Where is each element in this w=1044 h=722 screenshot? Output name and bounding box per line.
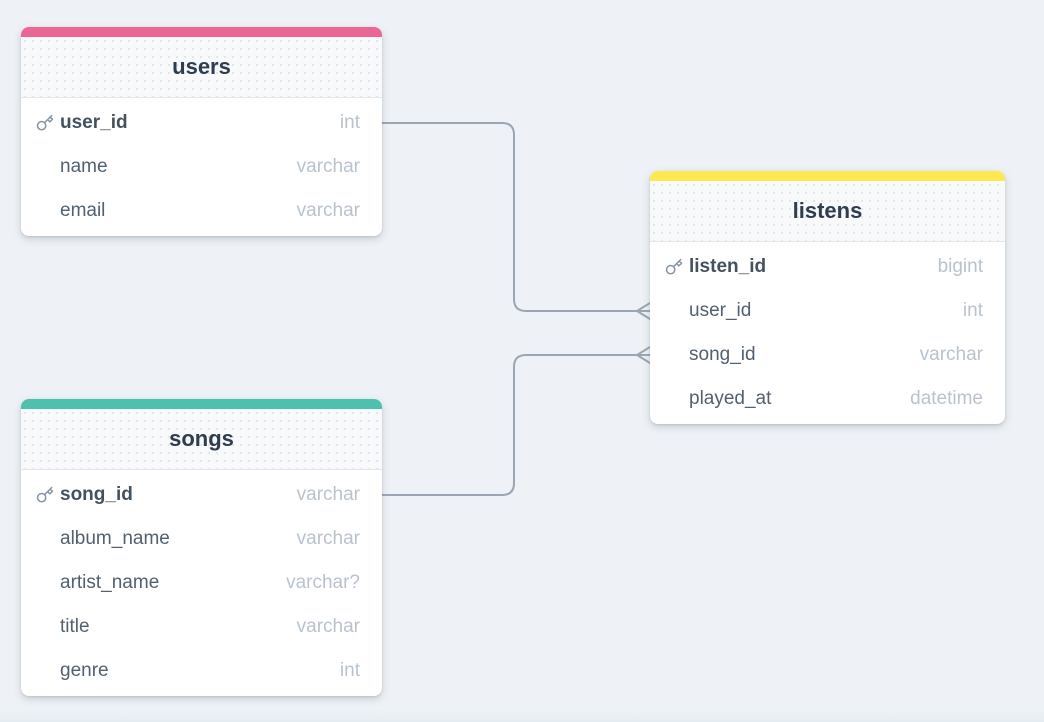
- key-icon: [36, 114, 54, 131]
- field-name-text: artist_name: [60, 572, 160, 593]
- field-type: bigint: [937, 256, 983, 277]
- field-type: int: [339, 660, 360, 681]
- field-name-text: song_id: [60, 484, 133, 505]
- field-row-name[interactable]: name varchar: [21, 145, 382, 189]
- field-name-text: email: [60, 200, 106, 221]
- field-name: played_at: [689, 388, 771, 410]
- field-row-email[interactable]: email varchar: [21, 189, 382, 233]
- field-name-text: name: [60, 156, 108, 177]
- table-users[interactable]: users user_id int name varchar email var…: [21, 27, 382, 236]
- key-icon: [665, 258, 683, 275]
- field-name-text: listen_id: [689, 256, 767, 277]
- table-accent-bar: [650, 171, 1005, 181]
- field-name-text: played_at: [689, 388, 772, 409]
- field-name: listen_id: [665, 256, 766, 278]
- field-row-artist_name[interactable]: artist_name varchar?: [21, 561, 382, 605]
- field-row-user_id[interactable]: user_id int: [650, 289, 1005, 333]
- field-type: varchar?: [286, 572, 360, 593]
- table-accent-bar: [21, 27, 382, 37]
- field-name-text: song_id: [689, 344, 756, 365]
- field-row-played_at[interactable]: played_at datetime: [650, 377, 1005, 421]
- field-name: title: [60, 616, 90, 638]
- field-type: datetime: [910, 388, 983, 409]
- table-title: listens: [650, 181, 1005, 242]
- table-field-list: user_id int name varchar email varchar: [21, 98, 382, 236]
- field-row-title[interactable]: title varchar: [21, 605, 382, 649]
- field-row-song_id[interactable]: song_id varchar: [21, 473, 382, 517]
- field-name: song_id: [689, 344, 756, 366]
- field-name: genre: [60, 660, 109, 682]
- field-name: song_id: [36, 484, 133, 506]
- table-title: songs: [21, 409, 382, 470]
- field-row-listen_id[interactable]: listen_id bigint: [650, 245, 1005, 289]
- field-name: artist_name: [60, 572, 159, 594]
- field-row-user_id[interactable]: user_id int: [21, 101, 382, 145]
- field-type: int: [962, 300, 983, 321]
- relationship-users-listens[interactable]: [381, 122, 651, 320]
- key-icon: [36, 486, 54, 503]
- field-type: varchar: [296, 528, 360, 549]
- field-type: varchar: [296, 200, 360, 221]
- field-row-genre[interactable]: genre int: [21, 649, 382, 693]
- table-accent-bar: [21, 399, 382, 409]
- table-field-list: song_id varchar album_name varchar artis…: [21, 470, 382, 696]
- field-type: varchar: [296, 616, 360, 637]
- field-name: user_id: [36, 112, 128, 134]
- field-type: varchar: [919, 344, 983, 365]
- field-name-text: title: [60, 616, 90, 637]
- field-name: user_id: [689, 300, 751, 322]
- table-listens[interactable]: listens listen_id bigint user_id int son…: [650, 171, 1005, 424]
- table-title: users: [21, 37, 382, 98]
- field-type: varchar: [296, 156, 360, 177]
- field-name-text: genre: [60, 660, 109, 681]
- field-name-text: user_id: [60, 112, 128, 133]
- field-name: email: [60, 200, 105, 222]
- field-row-album_name[interactable]: album_name varchar: [21, 517, 382, 561]
- field-name: name: [60, 156, 108, 178]
- field-name-text: album_name: [60, 528, 170, 549]
- crows-foot-many-icon: [636, 302, 651, 320]
- table-field-list: listen_id bigint user_id int song_id var…: [650, 242, 1005, 424]
- field-type: int: [339, 112, 360, 133]
- table-songs[interactable]: songs song_id varchar album_name varchar…: [21, 399, 382, 696]
- crows-foot-many-icon: [636, 346, 651, 364]
- relationship-songs-listens[interactable]: [381, 346, 651, 496]
- field-row-song_id[interactable]: song_id varchar: [650, 333, 1005, 377]
- field-name-text: user_id: [689, 300, 752, 321]
- field-name: album_name: [60, 528, 170, 550]
- canvas-bottom-edge: [0, 710, 1044, 722]
- field-type: varchar: [296, 484, 360, 505]
